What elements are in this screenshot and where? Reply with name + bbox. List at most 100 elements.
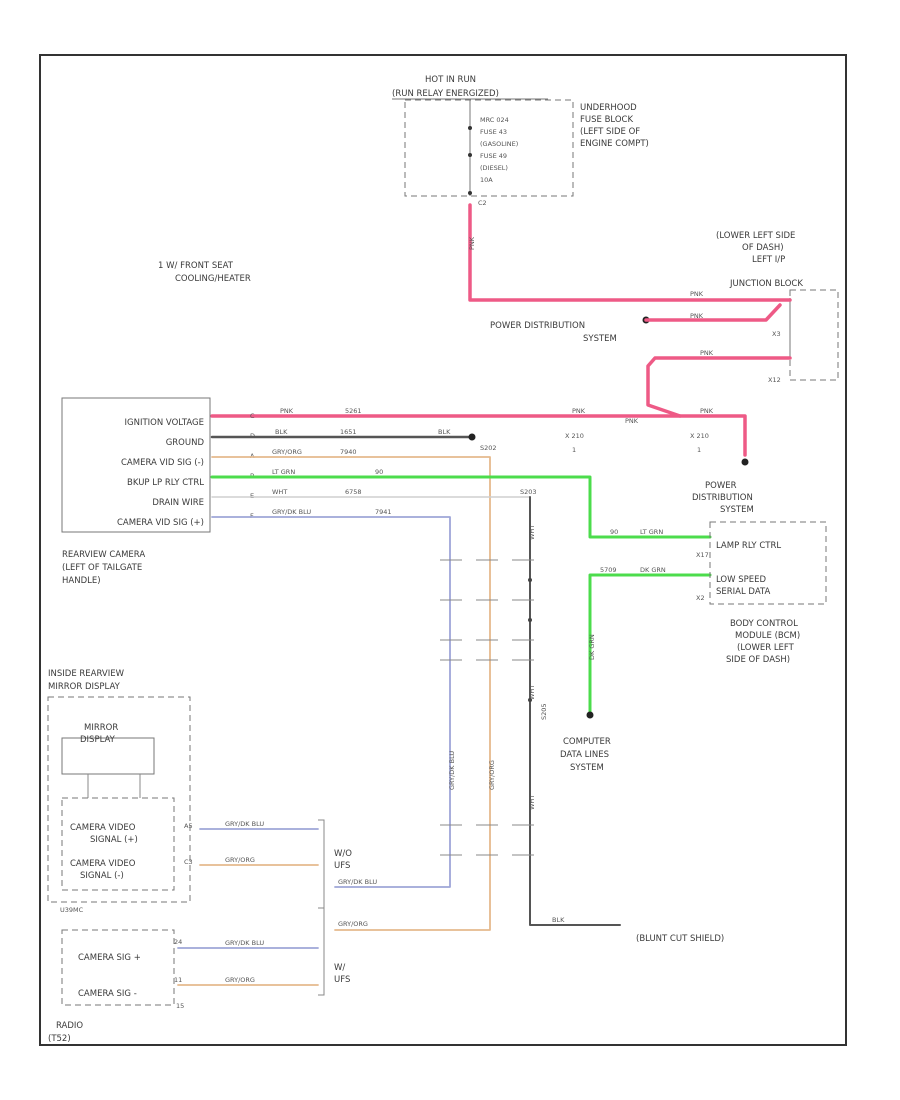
harness-connector-ticks bbox=[440, 559, 540, 856]
fuse-node-mid bbox=[468, 153, 472, 157]
lower-left-label-4: JUNCTION BLOCK bbox=[729, 279, 803, 289]
wire-pink-feed bbox=[468, 203, 792, 302]
pin-c-fuse: C2 bbox=[478, 199, 487, 207]
cdl-label-2: DATA LINES bbox=[560, 750, 609, 760]
power-dist-dot-right bbox=[741, 458, 749, 466]
wire-pink-label-g: PNK bbox=[700, 407, 714, 415]
camera-pin-3: BKUP LP RLY CTRL bbox=[127, 478, 204, 488]
circuit-6758: 6758 bbox=[345, 488, 362, 496]
circuit-7941: 7941 bbox=[375, 508, 392, 516]
wire-blu-label-a: GRY/DK BLU bbox=[272, 508, 311, 516]
camera-pin-0: IGNITION VOLTAGE bbox=[125, 418, 204, 428]
wire-gry-org-label-v: GRY/ORG bbox=[488, 760, 496, 790]
wire-pink-label-a: PNK bbox=[690, 290, 704, 298]
power-dist-label-4: DISTRIBUTION bbox=[692, 493, 753, 503]
cdl-label-3: SYSTEM bbox=[570, 763, 604, 773]
underhood-label-1: UNDERHOOD bbox=[580, 103, 637, 113]
wire-gry-org-label-c: GRY/ORG bbox=[225, 856, 255, 864]
camera-pin-1: GROUND bbox=[166, 438, 205, 448]
radio-label-2: (T52) bbox=[48, 1034, 71, 1044]
wire-blk-shield-label: BLK bbox=[552, 916, 565, 924]
mirror-connector: U39MC bbox=[60, 906, 84, 914]
splice-node-2 bbox=[528, 698, 532, 702]
wire-black-label-b: BLK bbox=[438, 428, 451, 436]
pin-x3-junction: X3 bbox=[772, 330, 781, 338]
camera-pin-letter-5: F bbox=[250, 512, 254, 520]
mirror-label-1: INSIDE REARVIEW bbox=[48, 669, 125, 679]
wire-dk-grn-label-v: DK GRN bbox=[588, 634, 596, 660]
wire-gry-org-label-d: GRY/ORG bbox=[225, 976, 255, 984]
circuit-90-b: 90 bbox=[610, 528, 618, 536]
fuse-label-3: (GASOLINE) bbox=[480, 140, 518, 148]
rearview-camera-label-2: (LEFT OF TAILGATE bbox=[62, 563, 142, 573]
pin-a5: A5 bbox=[184, 822, 193, 830]
radio-sig-minus: CAMERA SIG - bbox=[78, 989, 137, 999]
splice-node-0 bbox=[528, 578, 532, 582]
note-line-2: COOLING/HEATER bbox=[175, 274, 251, 284]
junction-block-box bbox=[789, 289, 839, 381]
wo-ufs-label-2: UFS bbox=[334, 861, 350, 871]
underhood-fuse-block-box bbox=[404, 99, 574, 197]
wire-gry-org-sig-minus bbox=[211, 456, 491, 931]
rearview-camera-box bbox=[61, 397, 211, 533]
camera-pin-letter-2: A bbox=[250, 452, 255, 460]
bracket-w-ufs bbox=[318, 907, 325, 996]
wire-black-label: BLK bbox=[275, 428, 288, 436]
camera-pin-5: CAMERA VID SIG (+) bbox=[117, 518, 204, 528]
circuit-90: 90 bbox=[375, 468, 383, 476]
rearview-camera-label-1: REARVIEW CAMERA bbox=[62, 550, 145, 560]
wire-blu-label-d: GRY/DK BLU bbox=[225, 939, 264, 947]
wire-white-label-v3: WHT bbox=[528, 795, 536, 810]
lower-left-label-2: OF DASH) bbox=[742, 243, 784, 253]
underhood-label-4: ENGINE COMPT) bbox=[580, 139, 649, 149]
pin-radio-minus: 11 bbox=[174, 976, 182, 984]
relay-energized-label: (RUN RELAY ENERGIZED) bbox=[392, 89, 499, 99]
diagram-frame bbox=[39, 54, 847, 1046]
underhood-label-2: FUSE BLOCK bbox=[580, 115, 633, 125]
wire-lt-grn-label-a: LT GRN bbox=[272, 468, 295, 476]
wire-pink-label-e: PNK bbox=[572, 407, 586, 415]
wire-gry-org-label-a: GRY/ORG bbox=[272, 448, 302, 456]
hot-in-run-label: HOT IN RUN bbox=[425, 75, 476, 85]
wire-pink-ignition bbox=[210, 414, 747, 457]
power-dist-label-3: POWER bbox=[705, 481, 737, 491]
bcm-pin-serial-data: SERIAL DATA bbox=[716, 587, 771, 597]
wo-ufs-label-1: W/O bbox=[334, 849, 352, 859]
wire-lt-grn bbox=[210, 475, 712, 539]
conn-x210-a: X 210 bbox=[565, 432, 584, 440]
wire-gry-org-label-b: GRY/ORG bbox=[338, 920, 368, 928]
wire-dk-grn bbox=[588, 573, 712, 714]
bcm-label-4: SIDE OF DASH) bbox=[726, 655, 790, 665]
wire-blu-label-v: GRY/DK BLU bbox=[448, 751, 456, 790]
circuit-5261: 5261 bbox=[345, 407, 362, 415]
bcm-label-3: (LOWER LEFT bbox=[737, 643, 795, 653]
splice-s203: S203 bbox=[520, 488, 537, 496]
pin-1-b: 1 bbox=[697, 446, 701, 454]
rearview-camera-label-3: HANDLE) bbox=[62, 576, 101, 586]
bracket-wo-ufs bbox=[318, 819, 325, 909]
conn-x210-b: X 210 bbox=[690, 432, 709, 440]
underhood-label-3: (LEFT SIDE OF bbox=[580, 127, 640, 137]
power-dist-label-5: SYSTEM bbox=[720, 505, 754, 515]
radio-sig-plus: CAMERA SIG + bbox=[78, 953, 141, 963]
w-ufs-label-1: W/ bbox=[334, 963, 345, 973]
splice-s205: S205 bbox=[540, 703, 548, 720]
fuse-label-4: FUSE 49 bbox=[480, 152, 507, 160]
fuse-label-1: MRC 024 bbox=[480, 116, 509, 124]
splice-node-1 bbox=[528, 618, 532, 622]
wire-pink-junction-out bbox=[646, 356, 792, 418]
pin-1-a: 1 bbox=[572, 446, 576, 454]
pin-radio-plus: 24 bbox=[174, 938, 182, 946]
bcm-label-1: BODY CONTROL bbox=[730, 619, 798, 629]
wire-lt-grn-label-b: LT GRN bbox=[640, 528, 663, 536]
camera-pin-2: CAMERA VID SIG (-) bbox=[121, 458, 204, 468]
w-ufs-label-2: UFS bbox=[334, 975, 350, 985]
wire-pink-label-v: PNK bbox=[468, 236, 476, 250]
cv-minus-label-1: CAMERA VIDEO bbox=[70, 859, 136, 869]
fuse-label-5: (DIESEL) bbox=[480, 164, 508, 172]
pin-radio-extra: 15 bbox=[176, 1002, 184, 1010]
radio-label-1: RADIO bbox=[56, 1021, 83, 1031]
bcm-pin-low-speed: LOW SPEED bbox=[716, 575, 766, 585]
